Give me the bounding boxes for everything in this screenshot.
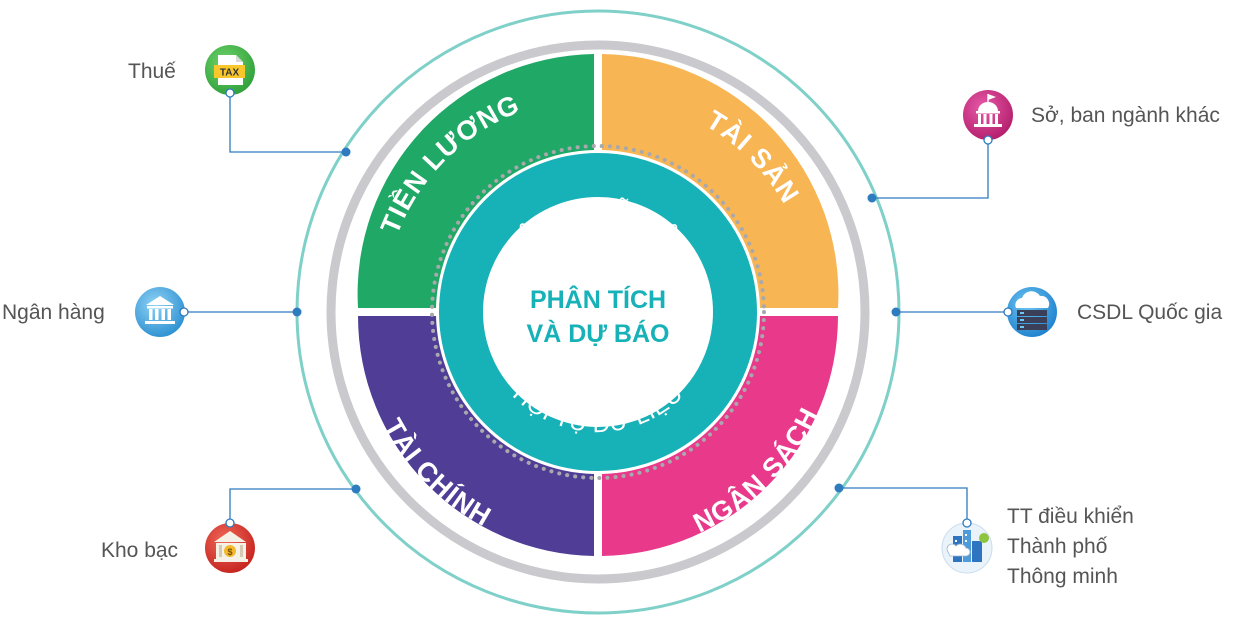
connector-dot bbox=[834, 483, 844, 493]
connector-node bbox=[179, 307, 189, 317]
connector-tt-dieu-khien bbox=[839, 487, 968, 523]
connector-kho-bac bbox=[229, 488, 356, 523]
connector-dot bbox=[867, 193, 877, 203]
connector-node bbox=[225, 88, 235, 98]
source-label-line: Thành phố bbox=[1007, 535, 1108, 558]
connector-node bbox=[225, 518, 235, 528]
connectors bbox=[184, 93, 1008, 523]
convergence-ring bbox=[439, 153, 757, 471]
center-disc bbox=[484, 198, 712, 426]
segment-tai-san bbox=[602, 54, 839, 308]
source-label-thue: Thuế bbox=[128, 60, 176, 83]
connector-so-ban-nganh bbox=[872, 140, 989, 199]
segment-ngan-sach bbox=[602, 316, 838, 556]
gray-ring bbox=[326, 40, 870, 584]
source-label-line: TT điều khiển bbox=[1007, 505, 1134, 528]
connector-dot bbox=[292, 307, 302, 317]
dotted-ring bbox=[430, 144, 766, 480]
connector-node bbox=[983, 135, 993, 145]
center-title-line2: VÀ DỰ BÁO bbox=[527, 319, 670, 348]
center-title-line1: PHÂN TÍCH bbox=[530, 284, 666, 314]
connector-node bbox=[962, 518, 972, 528]
source-label-csdl: CSDL Quốc gia bbox=[1077, 301, 1223, 324]
connector-dots bbox=[292, 147, 901, 494]
connector-dot bbox=[341, 147, 351, 157]
cloud-database-icon bbox=[1007, 287, 1057, 337]
source-label-line: Thông minh bbox=[1007, 565, 1118, 588]
connector-dot bbox=[351, 484, 361, 494]
svg-text:$: $ bbox=[227, 547, 232, 557]
connector-thue bbox=[229, 93, 346, 153]
government-building-icon bbox=[963, 90, 1013, 140]
source-label-kho-bac: Kho bạc bbox=[101, 539, 179, 562]
tax-document-icon: TAX bbox=[205, 45, 255, 95]
bank-building-icon bbox=[135, 287, 185, 337]
segment-tai-chinh bbox=[358, 316, 594, 556]
segment-tien-luong bbox=[357, 54, 594, 308]
source-label-ngan-hang: Ngân hàng bbox=[2, 301, 105, 324]
connector-node bbox=[1003, 307, 1013, 317]
source-label-tt-dieu-khien: TT điều khiển Thành phố Thông minh bbox=[1007, 502, 1134, 592]
smart-city-icon bbox=[941, 522, 993, 574]
treasury-money-icon: $ bbox=[205, 523, 255, 573]
source-label-so-ban-nganh: Sở, ban ngành khác bbox=[1031, 104, 1220, 127]
connector-dot bbox=[891, 307, 901, 317]
svg-text:TAX: TAX bbox=[220, 68, 240, 79]
